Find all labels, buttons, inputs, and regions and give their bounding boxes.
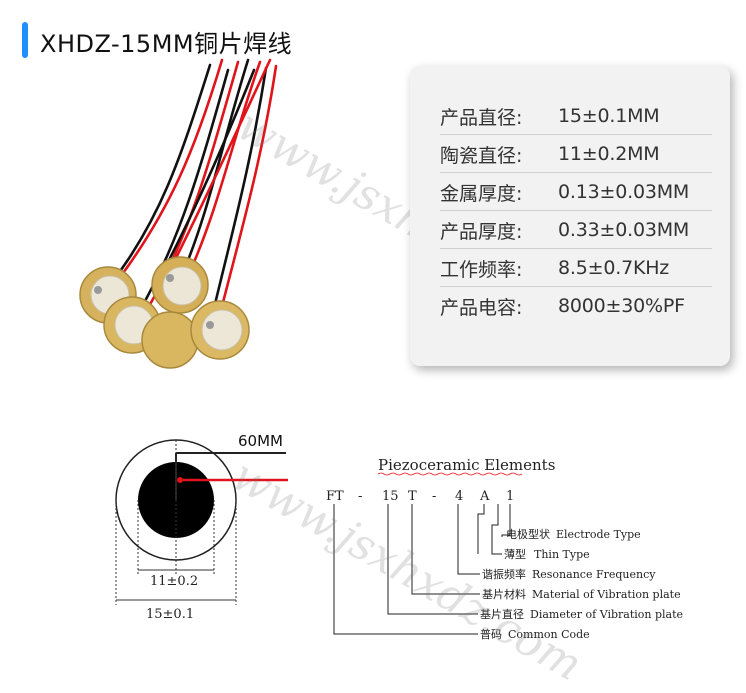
product-photo (79, 58, 278, 369)
spec-label: 工作频率: (440, 258, 523, 281)
legend-thin-en: Thin Type (534, 548, 590, 561)
legend-electrode-en: Electrode Type (556, 528, 641, 541)
code-part-15: 15 (382, 489, 399, 504)
inner-dimension: 11±0.2 (150, 574, 198, 589)
legend-common-en: Common Code (508, 628, 590, 641)
legend-diameter-en: Diameter of Vibration plate (530, 608, 683, 621)
legend-material-en: Material of Vibration plate (532, 588, 681, 601)
spec-value: 15±0.1MM (558, 105, 660, 127)
code-part-t: T (408, 489, 417, 504)
code-part-ft: FT (326, 489, 344, 504)
legend-common-cn: 普码 (480, 627, 502, 641)
spec-row-diameter: 产品直径: 15±0.1MM (440, 98, 712, 135)
spec-label: 金属厚度: (440, 182, 523, 205)
code-heading: Piezoceramic Elements (378, 456, 555, 474)
legend-resonance-cn: 谐振频率 (482, 567, 526, 581)
code-part-4: 4 (455, 489, 463, 504)
spec-row-frequency: 工作频率: 8.5±0.7KHz (440, 250, 712, 287)
spec-value: 11±0.2MM (558, 143, 660, 165)
title-accent-bar (22, 22, 28, 58)
spec-row-ceramic-diameter: 陶瓷直径: 11±0.2MM (440, 136, 712, 173)
wire-length-label: 60MM (238, 432, 283, 450)
spec-label: 产品电容: (440, 296, 523, 319)
spec-value: 0.33±0.03MM (558, 219, 690, 241)
spec-row-thickness: 产品厚度: 0.33±0.03MM (440, 212, 712, 249)
legend-material-cn: 基片材料 (482, 587, 526, 601)
spec-label: 产品厚度: (440, 220, 523, 243)
spec-label: 产品直径: (440, 106, 523, 129)
page-title: XHDZ-15MM铜片焊线 (40, 30, 293, 58)
spec-value: 8000±30%PF (558, 295, 685, 317)
legend-diameter-cn: 基片直径 (480, 607, 524, 621)
spec-value: 8.5±0.7KHz (558, 257, 670, 279)
spec-value: 0.13±0.03MM (558, 181, 690, 203)
technical-diagram: 60MM 11±0.2 15±0.1 Piezoceramic Elements… (115, 432, 683, 641)
spec-card: 产品直径: 15±0.1MM 陶瓷直径: 11±0.2MM 金属厚度: 0.13… (410, 66, 730, 366)
spec-label: 陶瓷直径: (440, 144, 523, 167)
code-part-dash: - (358, 489, 362, 504)
spec-row-capacitance: 产品电容: 8000±30%PF (440, 288, 712, 324)
spec-row-metal-thickness: 金属厚度: 0.13±0.03MM (440, 174, 712, 211)
code-part-1: 1 (506, 489, 514, 504)
legend-electrode-cn: 电极型状 (506, 527, 550, 541)
code-part-dash: - (432, 489, 436, 504)
outer-dimension: 15±0.1 (146, 607, 194, 622)
legend-thin-cn: 薄型 (504, 547, 526, 561)
legend-resonance-en: Resonance Frequency (532, 568, 656, 581)
code-part-a: A (479, 489, 490, 504)
